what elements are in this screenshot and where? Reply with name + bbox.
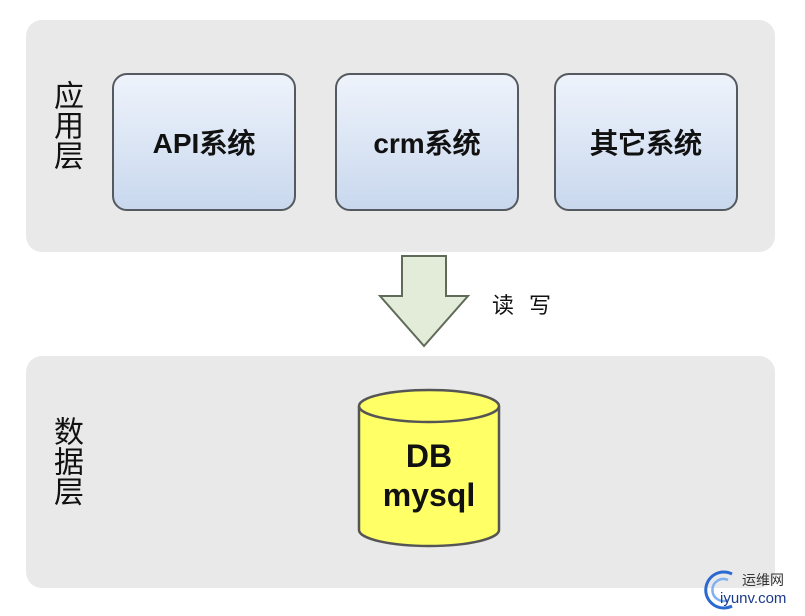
api-system-label: API系统 [152, 128, 256, 159]
down-arrow-icon [377, 255, 471, 348]
database-cylinder-icon [357, 388, 501, 548]
watermark: 运维网 iyunv.com [702, 566, 802, 614]
application-layer-panel: 应用层 API系统 crm系统 其它系统 [26, 20, 775, 252]
database-type-label: mysql [382, 477, 476, 513]
application-layer-label: 应用层 [48, 80, 83, 170]
other-system-box: 其它系统 [554, 73, 738, 211]
data-layer-label: 数据层 [48, 416, 83, 506]
watermark-title: 运维网 [742, 573, 784, 589]
crm-system-box: crm系统 [335, 73, 519, 211]
watermark-url[interactable]: iyunv.com [720, 590, 787, 607]
api-system-box: API系统 [112, 73, 296, 211]
database-name-label: DB [405, 438, 453, 474]
watermark-logo-icon [704, 570, 733, 610]
other-system-label: 其它系统 [589, 128, 702, 159]
read-write-label: 读 写 [492, 294, 555, 319]
crm-system-label: crm系统 [373, 128, 481, 159]
